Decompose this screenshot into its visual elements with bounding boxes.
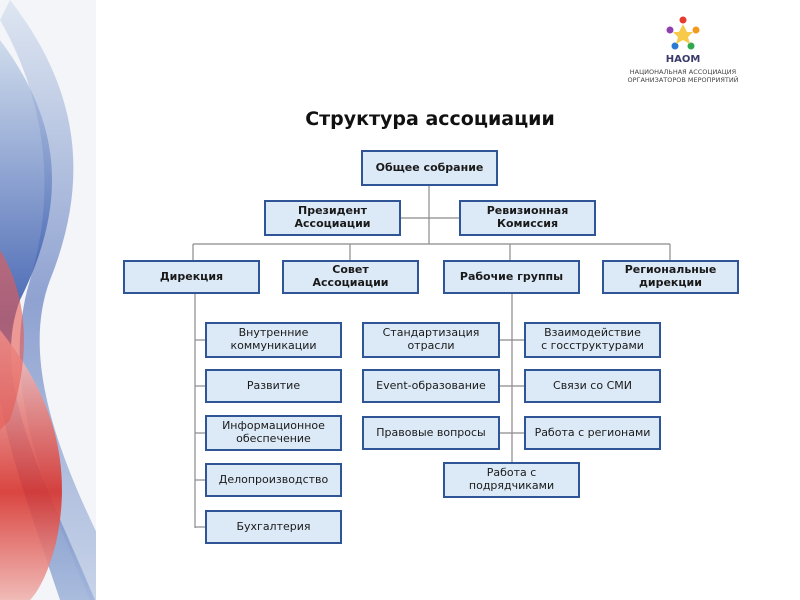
- naom-logo: НАОМ НАЦИОНАЛЬНАЯ АССОЦИАЦИЯ ОРГАНИЗАТОР…: [618, 14, 748, 94]
- logo-name: НАОМ: [665, 54, 701, 65]
- logo-subtitle: НАЦИОНАЛЬНАЯ АССОЦИАЦИЯ ОРГАНИЗАТОРОВ МЕ…: [627, 68, 739, 85]
- directorate-unit-box: Внутренние коммуникации: [205, 322, 342, 358]
- page-title: Структура ассоциации: [305, 108, 555, 130]
- council-box: Совет Ассоциации: [282, 260, 419, 294]
- working-group-box: Event-образование: [362, 369, 500, 403]
- working-group-box: Взаимодействие с госструктурами: [524, 322, 661, 358]
- regional-directorates-box: Региональные дирекции: [602, 260, 739, 294]
- audit-commission-box: Ревизионная Комиссия: [459, 200, 596, 236]
- working-group-box: Правовые вопросы: [362, 416, 500, 450]
- president-box: Президент Ассоциации: [264, 200, 401, 236]
- working-group-box: Стандартизация отрасли: [362, 322, 500, 358]
- working-group-box: Работа с подрядчиками: [443, 462, 580, 498]
- directorate-unit-box: Информационное обеспечение: [205, 415, 342, 451]
- working-group-box: Связи со СМИ: [524, 369, 661, 403]
- directorate-unit-box: Бухгалтерия: [205, 510, 342, 544]
- general-assembly-box: Общее собрание: [361, 150, 498, 186]
- decorative-ribbon: [0, 0, 110, 600]
- working-groups-box: Рабочие группы: [443, 260, 580, 294]
- naom-star-icon: [666, 16, 700, 50]
- working-group-box: Работа с регионами: [524, 416, 661, 450]
- directorate-box: Дирекция: [123, 260, 260, 294]
- directorate-unit-box: Делопроизводство: [205, 463, 342, 497]
- directorate-unit-box: Развитие: [205, 369, 342, 403]
